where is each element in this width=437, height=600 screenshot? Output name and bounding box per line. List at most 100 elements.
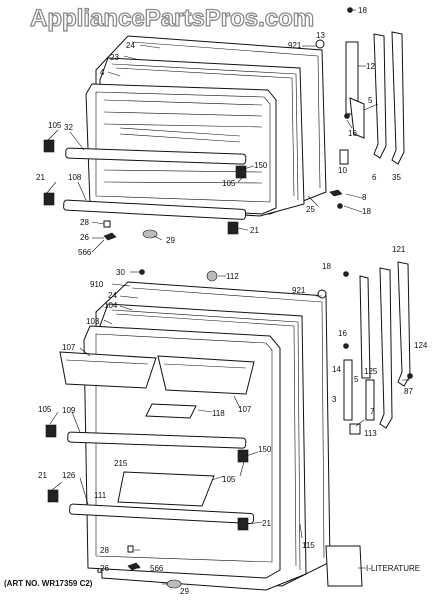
callout: 121 <box>392 245 406 254</box>
watermark: AppliancePartsPros.com <box>30 5 314 32</box>
callout: 6 <box>372 173 377 182</box>
fresh-leader-lines <box>49 271 410 585</box>
callout: 16 <box>338 329 347 338</box>
part-26 <box>103 232 117 241</box>
bracket-5 <box>349 97 365 139</box>
callout: 125 <box>364 367 378 376</box>
callout: 21 <box>36 173 45 182</box>
callout: 21 <box>38 471 47 480</box>
fresh-food-door-assembly: 30 112 18 121 910 24 921 104 103 16 107 … <box>38 245 428 596</box>
callout: 24 <box>108 291 117 300</box>
callout: 107 <box>62 343 76 352</box>
shelf-clip-105-left <box>43 139 55 153</box>
callout: 910 <box>90 280 104 289</box>
callout: 112 <box>226 272 239 281</box>
part-8 <box>329 189 343 197</box>
callout: 105 <box>38 405 52 414</box>
callout: 115 <box>302 541 315 550</box>
callout: 107 <box>238 405 252 414</box>
callout: 28 <box>80 218 89 227</box>
screw-30 <box>139 269 145 275</box>
freezer-leader-lines <box>45 9 379 253</box>
freezer-shelf-bar-108 <box>63 199 247 220</box>
callout: 24 <box>126 41 135 50</box>
dairy-bin-107-left <box>59 351 157 389</box>
art-number: (ART NO. WR17359 C2) <box>4 579 93 588</box>
dairy-bin-107-right <box>157 355 255 395</box>
shelf-clip-105-right <box>237 449 249 463</box>
screw-28 <box>127 545 134 553</box>
callout: 18 <box>362 207 371 216</box>
callout: 28 <box>100 546 109 555</box>
callout: 111 <box>94 491 107 500</box>
bar-125 <box>365 379 375 421</box>
freezer-door-liner <box>85 83 277 215</box>
shelf-clip-21-right <box>227 221 239 235</box>
callout: 103 <box>86 317 100 326</box>
callout: 23 <box>110 53 119 62</box>
callout: 25 <box>306 205 315 214</box>
callout: 16 <box>348 129 357 138</box>
callout: 105 <box>48 121 62 130</box>
callout: 14 <box>332 365 341 374</box>
handle-35 <box>391 31 405 165</box>
callout: 124 <box>414 341 428 350</box>
shelf-clip-21-left <box>47 489 59 503</box>
shelf-clip-105-left <box>45 424 57 438</box>
callout: 921 <box>292 286 306 295</box>
screw-87 <box>407 373 413 379</box>
callout: 150 <box>254 161 268 170</box>
callout: 566 <box>150 564 164 573</box>
callout: 32 <box>64 123 73 132</box>
screw-18-bottom <box>337 203 343 209</box>
callout: 105 <box>222 475 236 484</box>
screw-18 <box>343 271 349 277</box>
fresh-shelf-bar-109 <box>67 431 247 449</box>
handle-6 <box>373 33 387 159</box>
callout: 5 <box>354 375 359 384</box>
callout: 30 <box>116 268 125 277</box>
callout: 109 <box>62 406 76 415</box>
callout: 29 <box>180 587 189 596</box>
tray-118 <box>145 403 197 419</box>
handle-121 <box>397 261 411 387</box>
part-10 <box>339 149 349 165</box>
callout: 13 <box>316 31 325 40</box>
callout: 3 <box>332 395 337 404</box>
callout: 26 <box>80 233 89 242</box>
callout: 118 <box>212 409 225 418</box>
callout: 26 <box>100 564 109 573</box>
screw-16 <box>344 113 350 119</box>
bin-215 <box>117 471 215 507</box>
callout: 10 <box>338 166 347 175</box>
bar-14 <box>343 359 353 421</box>
callout: 21 <box>262 519 271 528</box>
callout: 4 <box>100 68 105 77</box>
shelf-clip-105-right <box>235 165 247 179</box>
callout: 35 <box>392 173 401 182</box>
callout: 113 <box>364 429 377 438</box>
callout: 87 <box>404 387 413 396</box>
shelf-clip-21-right <box>237 517 249 531</box>
callout: 12 <box>366 62 375 71</box>
callout: 566 <box>78 248 92 257</box>
plug-29 <box>166 579 182 589</box>
callout: 21 <box>250 226 259 235</box>
part-26 <box>127 562 141 571</box>
freezer-shelf-bar-32 <box>65 147 247 165</box>
screw-16 <box>343 343 349 349</box>
callout: 18 <box>322 262 331 271</box>
fresh-shelf-bar-126 <box>69 503 255 524</box>
shelf-clip-21-left <box>43 192 55 206</box>
cap-921 <box>317 289 327 299</box>
cap-13 <box>315 39 325 49</box>
callout: 108 <box>68 173 82 182</box>
callout: 215 <box>114 459 128 468</box>
freezer-door-assembly: 18 24 921 13 23 4 12 5 105 32 16 10 150 … <box>36 6 405 257</box>
screw-28 <box>103 220 111 228</box>
part-112 <box>206 270 218 282</box>
handle-bar-5 <box>359 275 371 379</box>
callout: 7 <box>370 407 375 416</box>
